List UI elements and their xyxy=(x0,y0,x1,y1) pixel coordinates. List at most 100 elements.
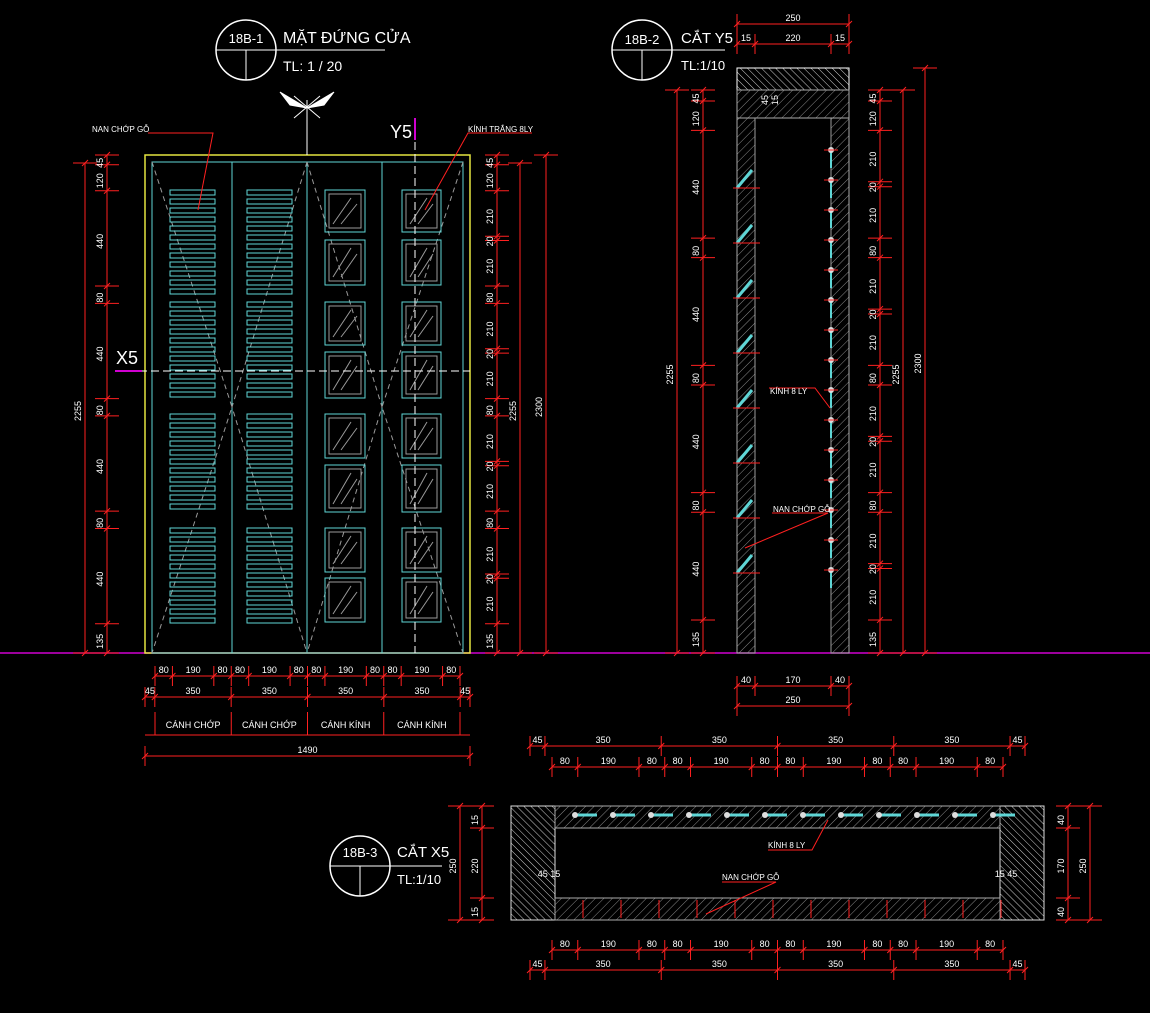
elev-right-dim: 210 xyxy=(485,259,495,274)
callout-nan-chop-elev: NAN CHỚP GỖ xyxy=(92,125,149,134)
y5-right-total-b: 2300 xyxy=(913,353,923,373)
elev-left-dim: 80 xyxy=(95,405,105,415)
y5-right-dim: 210 xyxy=(868,279,878,294)
title-name-elevation: MẶT ĐỨNG CỬA xyxy=(283,28,411,47)
louver-slat xyxy=(246,449,293,456)
x5-bottom-dim1: 190 xyxy=(939,939,954,949)
louver-slat xyxy=(246,243,293,250)
y5-right-dim: 20 xyxy=(868,310,878,320)
y5-left-dim: 440 xyxy=(691,434,701,449)
louver-slat xyxy=(169,503,216,510)
callout-nan-chop-y5: NAN CHỚP GỖ xyxy=(773,505,830,514)
door-elevation: X5 Y5 NAN CHỚP GỖ KÍNH TRẮNG 8LY xyxy=(92,91,534,654)
louver-slat xyxy=(246,328,293,335)
louver-slat xyxy=(169,279,216,286)
glass-pane xyxy=(324,189,366,233)
y5-right-dim: 210 xyxy=(868,152,878,167)
louver-slat xyxy=(169,494,216,501)
y5-left-dim: 440 xyxy=(691,307,701,322)
louver-slat xyxy=(169,527,216,534)
section-x5: KÍNH 8 LY NAN CHỚP GỖ xyxy=(510,805,1045,921)
louver-slat xyxy=(169,572,216,579)
elev-left-dim: 80 xyxy=(95,518,105,528)
title-block-section-x5: 18B-3 CẮT X5 TL:1/10 xyxy=(329,835,449,897)
x5-top-dim2: 80 xyxy=(785,756,795,766)
y5-right-dim: 210 xyxy=(868,406,878,421)
louver-slat xyxy=(246,527,293,534)
louver-slat xyxy=(246,599,293,606)
louver-slat xyxy=(246,355,293,362)
y5-left-dim: 80 xyxy=(691,246,701,256)
x5-top-dim2: 190 xyxy=(939,756,954,766)
glass-pane xyxy=(401,239,442,286)
elev-bottom-dim1: 80 xyxy=(387,665,397,675)
title-code-elevation: 18B-1 xyxy=(229,31,264,46)
louver-slat xyxy=(246,608,293,615)
y5-bottom-total: 250 xyxy=(785,695,800,705)
elev-bottom-dim1: 190 xyxy=(186,665,201,675)
glass-pane xyxy=(401,301,442,346)
louver-slat xyxy=(246,422,293,429)
elev-bottom-dim1: 190 xyxy=(338,665,353,675)
y5-right-dim: 80 xyxy=(868,500,878,510)
elev-left-dim: 440 xyxy=(95,459,105,474)
elev-right-dim: 80 xyxy=(485,293,495,303)
louver-slat xyxy=(246,364,293,371)
louver-slat xyxy=(169,288,216,295)
y5-top-dim: 15 xyxy=(835,33,845,43)
title-block-elevation: 18B-1 MẶT ĐỨNG CỬA TL: 1 / 20 xyxy=(215,19,411,81)
callout-kinh-8ly-y5: KÍNH 8 LY xyxy=(770,387,808,396)
louver-slat xyxy=(246,382,293,389)
elev-bottom-dim2: 350 xyxy=(185,686,200,696)
louver-slat xyxy=(169,467,216,474)
elev-right-dim: 20 xyxy=(485,349,495,359)
elev-right-dim: 45 xyxy=(485,158,495,168)
louver-slat xyxy=(169,328,216,335)
elev-right-dim: 210 xyxy=(485,322,495,337)
louver-slat xyxy=(169,590,216,597)
louver-slat xyxy=(169,476,216,483)
louver-slat xyxy=(169,261,216,268)
x5-bottom-dim1: 80 xyxy=(785,939,795,949)
y5-right-dim: 210 xyxy=(868,462,878,477)
opening-arrow-icon xyxy=(279,91,335,155)
x5-right-total: 250 xyxy=(1078,858,1088,873)
title-name-y5: CẮT Y5 xyxy=(681,29,733,47)
glass-pane xyxy=(324,413,366,459)
x5-top-dim2: 190 xyxy=(601,756,616,766)
x5-bottom-dim2: 45 xyxy=(1013,959,1023,969)
elev-bottom-dim2: 45 xyxy=(145,686,155,696)
x5-bottom-dim2: 350 xyxy=(944,959,959,969)
y5-right-dim: 80 xyxy=(868,246,878,256)
louver-slat xyxy=(246,270,293,277)
x5-bottom-dim1: 190 xyxy=(714,939,729,949)
louver-slat xyxy=(246,234,293,241)
louver-slat xyxy=(169,431,216,438)
y5-right-dim: 210 xyxy=(868,208,878,223)
elev-bottom-dim1: 80 xyxy=(446,665,456,675)
louver-slat xyxy=(246,207,293,214)
glass-pane xyxy=(401,189,442,233)
y5-left-total: 2255 xyxy=(665,364,675,384)
louver-slat xyxy=(246,494,293,501)
elev-left-dim: 440 xyxy=(95,572,105,587)
x5-top-dim1: 45 xyxy=(532,735,542,745)
louver-slat xyxy=(246,337,293,344)
y5-right-dim: 210 xyxy=(868,533,878,548)
x5-left-dim: 220 xyxy=(470,858,480,873)
elev-right-dim: 210 xyxy=(485,434,495,449)
elev-bottom-dim1: 80 xyxy=(159,665,169,675)
x5-top-dim2: 80 xyxy=(560,756,570,766)
title-code-y5: 18B-2 xyxy=(625,32,660,47)
y5-left-dim: 45 xyxy=(691,93,701,103)
elev-bottom-dim2: 350 xyxy=(414,686,429,696)
louver-slat xyxy=(246,503,293,510)
elev-left-dim: 135 xyxy=(95,634,105,649)
louver-slat xyxy=(169,337,216,344)
elev-left-dim: 45 xyxy=(95,158,105,168)
y5-right-dim: 210 xyxy=(868,335,878,350)
louver-slat xyxy=(169,346,216,353)
x5-bottom-dim1: 190 xyxy=(601,939,616,949)
glass-panes xyxy=(324,189,442,623)
y5-left-dim: 120 xyxy=(691,111,701,126)
